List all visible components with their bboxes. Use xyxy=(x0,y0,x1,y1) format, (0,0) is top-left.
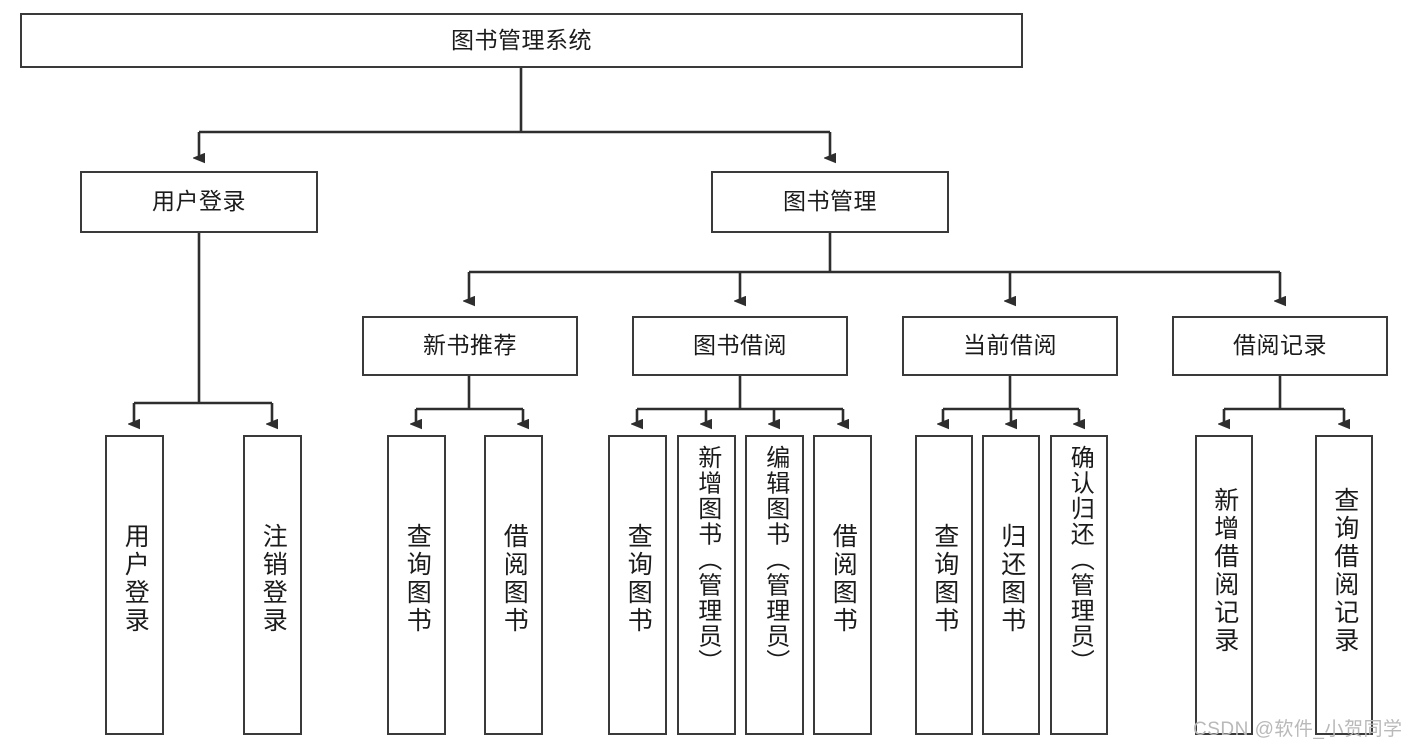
node-label: 查询图书 xyxy=(624,523,653,635)
node-label: 编辑图书（管理员） xyxy=(761,445,789,675)
node-label: 当前借阅 xyxy=(963,332,1057,359)
node-leaf-query-borrow-record[interactable]: 查询借阅记录 xyxy=(1315,435,1373,735)
node-root-system[interactable]: 图书管理系统 xyxy=(20,13,1023,68)
node-label: 确认归还（管理员） xyxy=(1066,445,1094,675)
node-leaf-query-book-recommend[interactable]: 查询图书 xyxy=(387,435,446,735)
node-leaf-query-book-current[interactable]: 查询图书 xyxy=(915,435,973,735)
node-label: 新增图书（管理员） xyxy=(693,445,721,675)
node-label: 新书推荐 xyxy=(423,332,517,359)
node-label: 注销登录 xyxy=(259,523,288,635)
node-label: 查询图书 xyxy=(403,523,432,635)
node-label: 归还图书 xyxy=(997,523,1026,635)
node-leaf-query-book-borrow[interactable]: 查询图书 xyxy=(608,435,667,735)
node-label: 用户登录 xyxy=(152,188,246,215)
node-current-borrow[interactable]: 当前借阅 xyxy=(902,316,1118,376)
node-label: 查询借阅记录 xyxy=(1330,487,1359,655)
node-new-book-recommend[interactable]: 新书推荐 xyxy=(362,316,578,376)
node-leaf-confirm-return-admin[interactable]: 确认归还（管理员） xyxy=(1050,435,1108,735)
node-leaf-add-book-admin[interactable]: 新增图书（管理员） xyxy=(677,435,736,735)
node-label: 借阅记录 xyxy=(1233,332,1327,359)
node-label: 借阅图书 xyxy=(829,523,858,635)
node-book-borrow[interactable]: 图书借阅 xyxy=(632,316,848,376)
node-leaf-add-borrow-record[interactable]: 新增借阅记录 xyxy=(1195,435,1253,735)
node-label: 图书管理系统 xyxy=(451,26,592,53)
node-leaf-edit-book-admin[interactable]: 编辑图书（管理员） xyxy=(745,435,804,735)
node-leaf-borrow-book[interactable]: 借阅图书 xyxy=(813,435,872,735)
node-label: 借阅图书 xyxy=(500,523,529,635)
node-label: 新增借阅记录 xyxy=(1210,487,1239,655)
node-label: 用户登录 xyxy=(121,523,150,635)
csdn-watermark: CSDN @软件_小贺同学 xyxy=(1193,719,1403,740)
node-leaf-logout[interactable]: 注销登录 xyxy=(243,435,302,735)
node-leaf-return-book[interactable]: 归还图书 xyxy=(982,435,1040,735)
node-label: 图书借阅 xyxy=(693,332,787,359)
node-label: 图书管理 xyxy=(783,188,877,215)
node-leaf-borrow-book-recommend[interactable]: 借阅图书 xyxy=(484,435,543,735)
node-user-login[interactable]: 用户登录 xyxy=(80,171,318,233)
node-label: 查询图书 xyxy=(930,523,959,635)
node-book-management[interactable]: 图书管理 xyxy=(711,171,949,233)
node-borrow-record[interactable]: 借阅记录 xyxy=(1172,316,1388,376)
node-leaf-user-login[interactable]: 用户登录 xyxy=(105,435,164,735)
